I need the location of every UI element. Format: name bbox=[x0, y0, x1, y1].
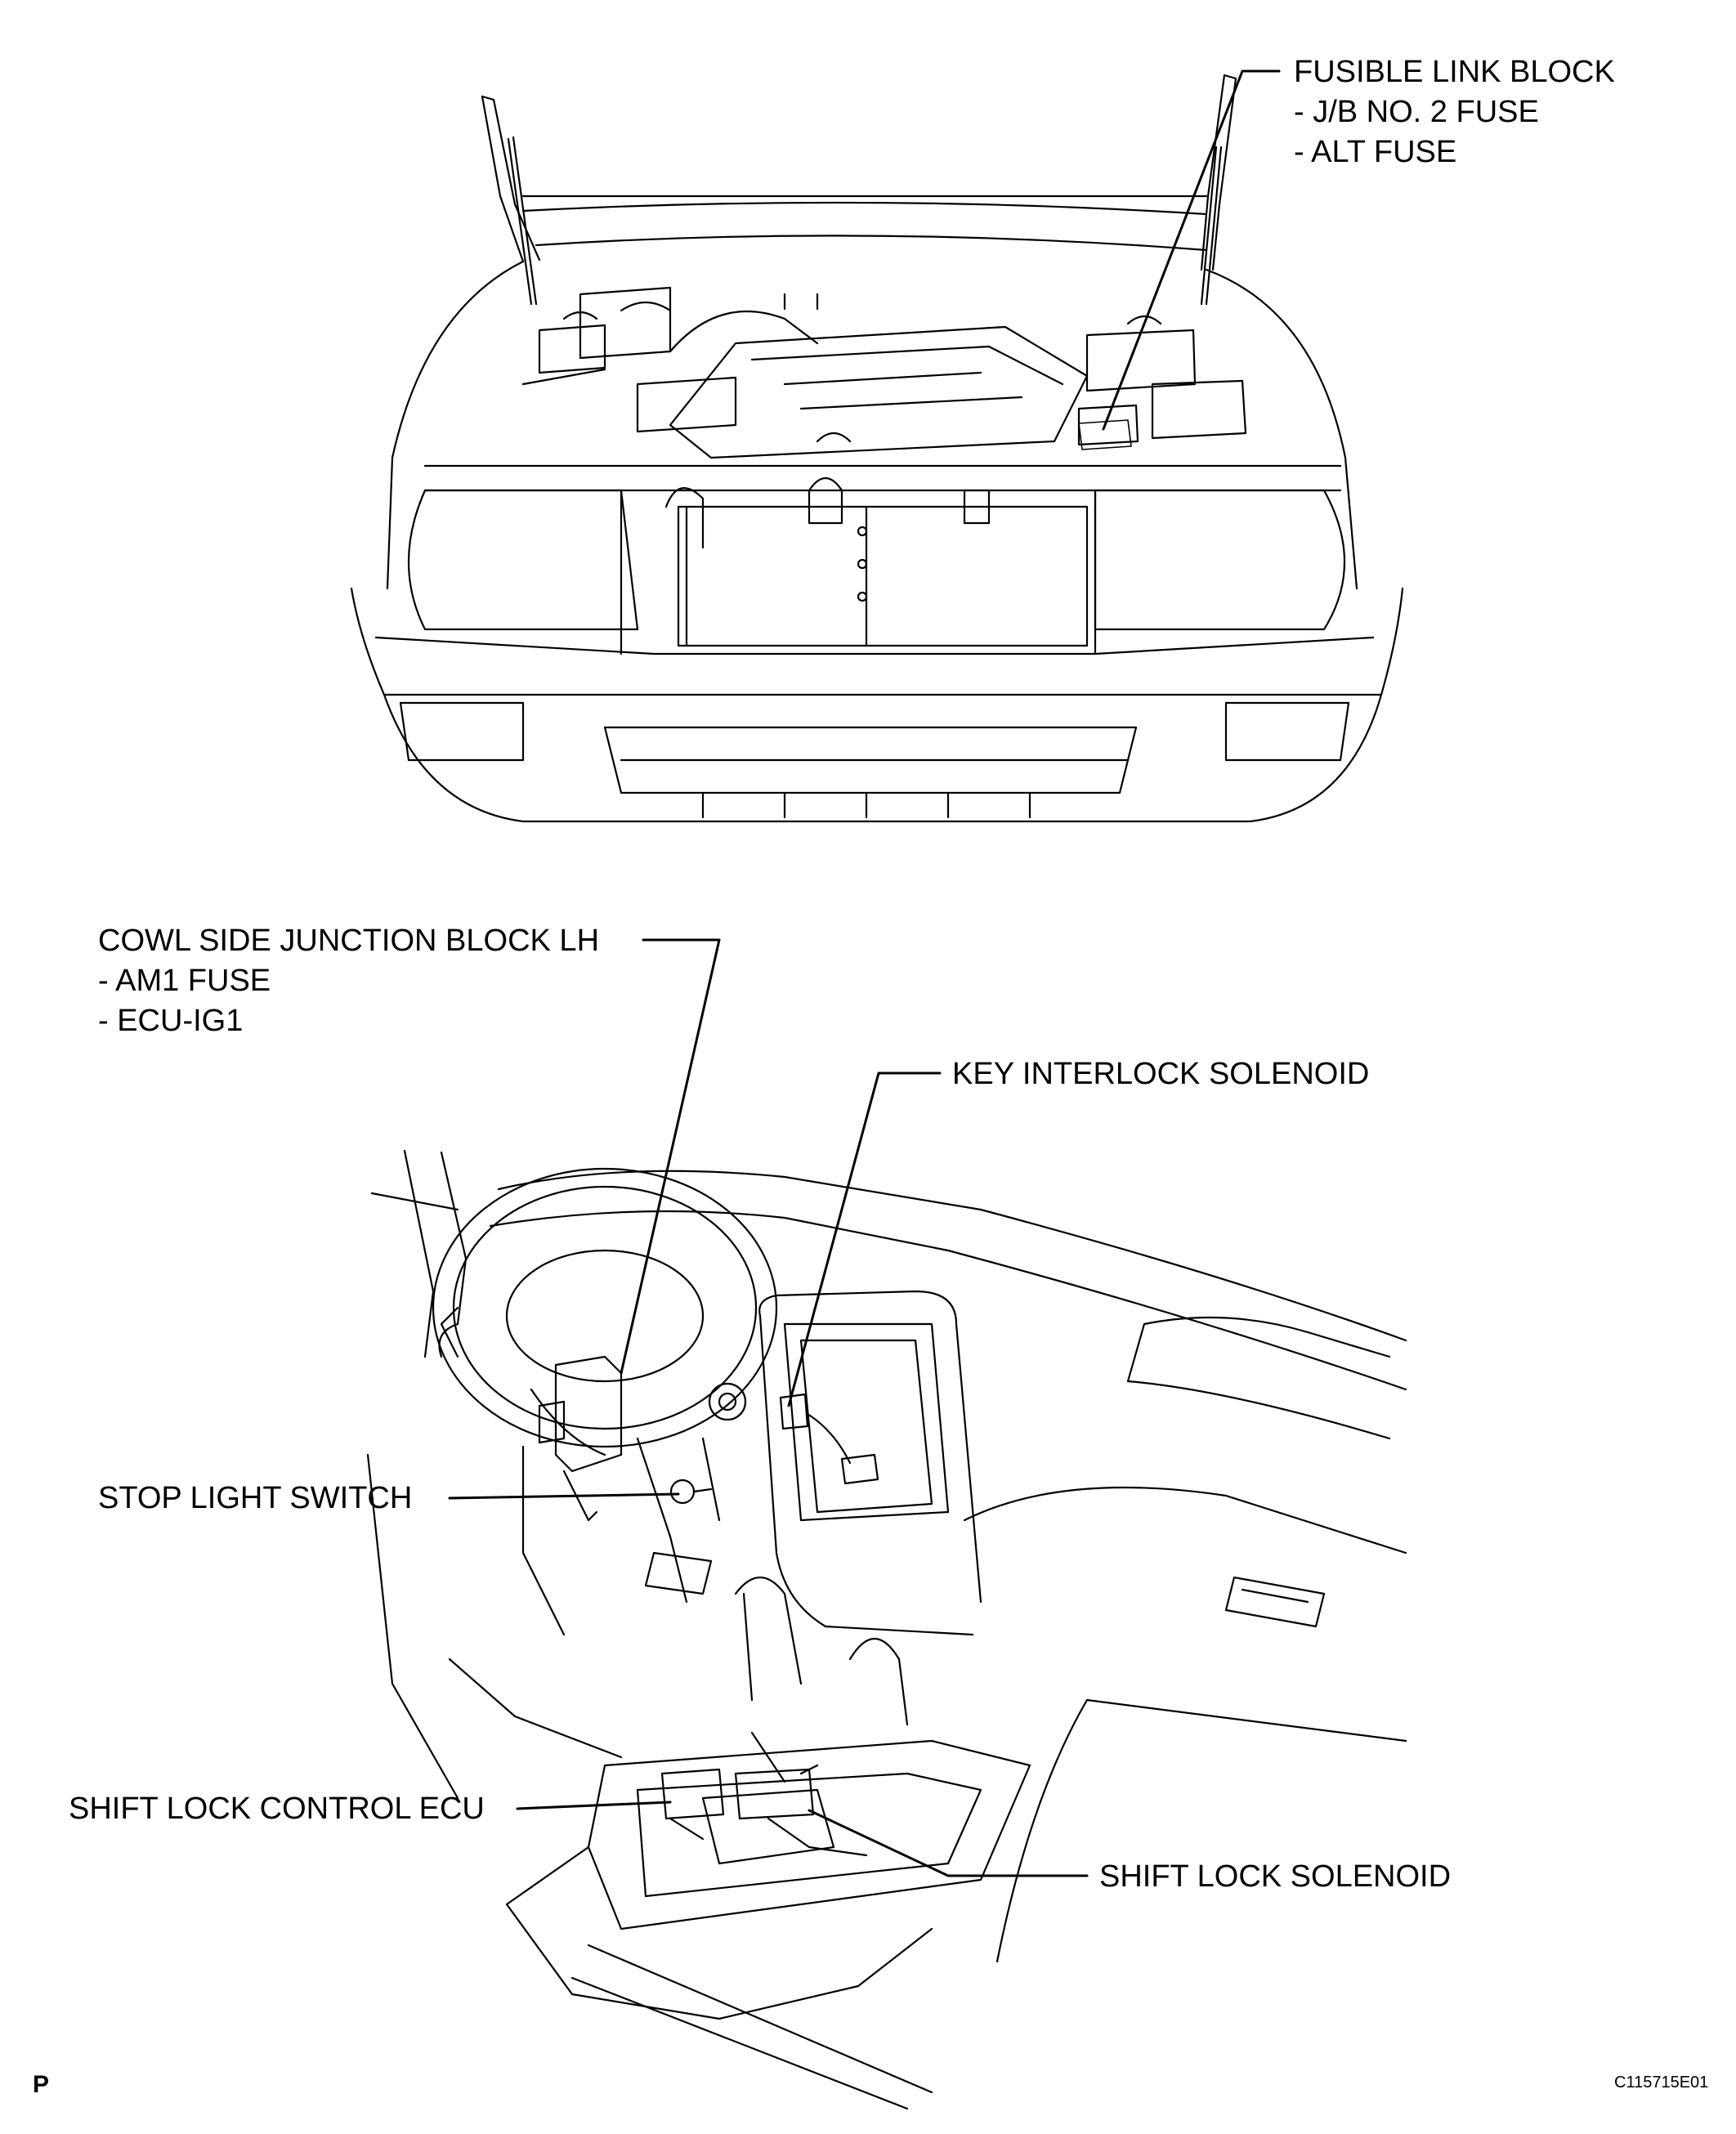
page-mark: P bbox=[33, 2071, 50, 2098]
fusible-link-block-item: - J/B NO. 2 FUSE bbox=[1294, 95, 1539, 129]
leader-shift-lock-control-ecu bbox=[516, 1801, 672, 1810]
cowl-side-junction-block-callout: COWL SIDE JUNCTION BLOCK LH - AM1 FUSE -… bbox=[98, 921, 599, 1041]
fusible-link-block-callout: FUSIBLE LINK BLOCK - J/B NO. 2 FUSE - AL… bbox=[1294, 52, 1615, 172]
leader-key-interlock-solenoid bbox=[787, 1071, 942, 1407]
cowl-side-junction-block-title: COWL SIDE JUNCTION BLOCK LH bbox=[98, 924, 600, 958]
leader-stop-light-switch bbox=[448, 1492, 680, 1500]
fusible-link-block-title: FUSIBLE LINK BLOCK bbox=[1294, 55, 1615, 89]
cowl-side-junction-block-item: - ECU-IG1 bbox=[98, 1004, 244, 1038]
leader-fusible-link-block bbox=[1102, 69, 1281, 431]
shift-lock-control-ecu-label: SHIFT LOCK CONTROL ECU bbox=[69, 1792, 485, 1826]
figure-code: C115715E01 bbox=[1614, 2074, 1709, 2091]
leader-cowl-side-junction-block bbox=[620, 938, 721, 1375]
cowl-side-junction-block-item: - AM1 FUSE bbox=[98, 964, 271, 998]
stop-light-switch-label: STOP LIGHT SWITCH bbox=[98, 1481, 413, 1515]
shift-lock-solenoid-label: SHIFT LOCK SOLENOID bbox=[1099, 1859, 1452, 1894]
fusible-link-block-item: - ALT FUSE bbox=[1294, 135, 1457, 169]
leader-shift-lock-solenoid bbox=[808, 1809, 1089, 1877]
key-interlock-solenoid-label: KEY INTERLOCK SOLENOID bbox=[952, 1057, 1370, 1091]
